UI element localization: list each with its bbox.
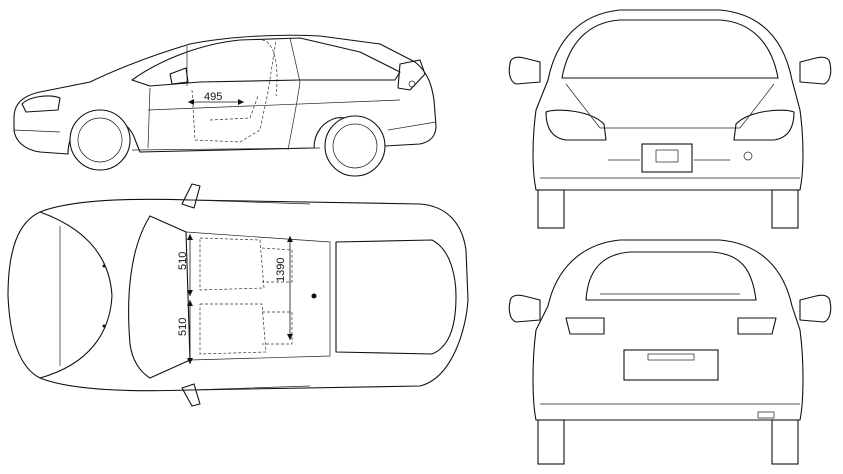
top-dimension-label-left: 510 (177, 252, 189, 270)
front-view (508, 9, 832, 229)
side-dimension-label: 495 (204, 91, 222, 103)
top-dimension-label-right: 510 (177, 318, 189, 336)
top-view: 510 510 1390 (7, 183, 469, 407)
side-view: 495 (13, 34, 437, 177)
rear-view (508, 239, 832, 465)
top-dimension-label-length: 1390 (275, 258, 287, 282)
